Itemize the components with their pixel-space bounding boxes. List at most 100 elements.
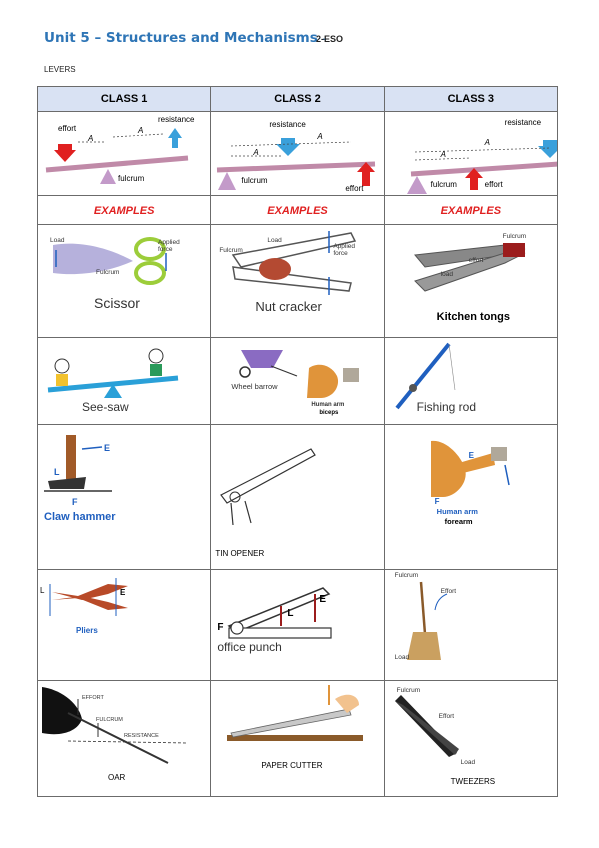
- tongs-caption: Kitchen tongs: [436, 311, 510, 323]
- section-heading: LEVERS: [44, 65, 76, 74]
- class2-resistance-label: resistance: [269, 120, 306, 129]
- punch-f-label: F: [217, 622, 224, 633]
- pliers-e-label: E: [120, 588, 126, 597]
- papercutter-caption: PAPER CUTTER: [261, 761, 323, 770]
- broom-fulcrum-label: Fulcrum: [394, 572, 419, 579]
- seesaw-illustration: [47, 348, 179, 398]
- clawhammer-cell: E L F Claw hammer: [36, 424, 212, 570]
- nutcracker-fulcrum-label: Fulcrum: [219, 247, 243, 254]
- officepunch-cell: F L E office punch: [210, 569, 385, 681]
- pliers-l-label: L: [40, 586, 45, 595]
- wheelbarrow-illustration: [239, 350, 360, 398]
- class2-ae-label: A: [253, 148, 259, 157]
- class1-lever-drawing: [45, 128, 189, 184]
- tongs-fulcrum-label: Fulcrum: [502, 233, 527, 240]
- class3-examples-heading: EXAMPLES: [383, 195, 559, 225]
- tweezers-illustration: [394, 695, 459, 757]
- levers-table: CLASS 1 CLASS 2 CLASS 3 effort resistanc…: [36, 86, 559, 797]
- class2-diagram: resistance fulcrum effort A A: [210, 111, 385, 196]
- papercutter-illustration: [227, 685, 364, 741]
- punch-e-label: E: [319, 594, 326, 605]
- biceps-label: biceps: [319, 410, 339, 416]
- punch-l-label: L: [287, 608, 294, 619]
- forearm-e-label: E: [468, 451, 474, 460]
- class3-effort-label: effort: [484, 180, 503, 189]
- class2-ar-label: A: [317, 132, 323, 141]
- fishingrod-illustration: [395, 342, 455, 410]
- class1-fulcrum-label: fulcrum: [118, 174, 145, 183]
- broom-illustration: [406, 581, 447, 660]
- tinopener-caption: TIN OPENER: [215, 549, 265, 558]
- tweezers-effort-label: Effort: [438, 713, 455, 720]
- class1-ar-label: A: [138, 126, 144, 135]
- class3-diagram: resistance fulcrum effort A A: [383, 111, 559, 196]
- class1-ae-label: A: [88, 134, 94, 143]
- class2-effort-label: effort: [345, 184, 364, 193]
- seesaw-caption: See-saw: [82, 400, 129, 414]
- oar-resistance-label: RESISTANCE: [124, 733, 159, 739]
- biceps-arm-label: Human arm: [311, 402, 345, 408]
- broom-load-label: Load: [394, 654, 410, 661]
- examples-text: EXAMPLES: [93, 205, 155, 217]
- hammer-f-label: F: [72, 497, 78, 507]
- pliers-cell: L E Pliers: [36, 569, 212, 681]
- examples-text: EXAMPLES: [440, 205, 502, 217]
- grade-label: 2-ESO: [316, 34, 344, 44]
- forearm-illustration: [430, 440, 510, 497]
- class2-examples-heading: EXAMPLES: [210, 195, 385, 225]
- class2-fulcrum-label: fulcrum: [241, 176, 268, 185]
- oar-caption: OAR: [108, 773, 126, 782]
- scissor-applied-label: Applied force: [158, 239, 180, 253]
- tweezers-fulcrum-label: Fulcrum: [396, 687, 421, 694]
- nutcracker-illustration: [232, 231, 357, 295]
- tongs-effort-label: effort: [468, 257, 484, 264]
- oar-effort-label: EFFORT: [82, 695, 104, 701]
- oar-fulcrum-label: FULCRUM: [96, 717, 123, 723]
- nutcracker-cell: Fulcrum Load Applied force Nut cracker: [210, 224, 385, 338]
- page-title: Unit 5 – Structures and Mechanisms -: [44, 30, 327, 46]
- class3-lever-drawing: [406, 140, 557, 194]
- oar-illustration: [42, 687, 189, 764]
- nutcracker-applied-label: Applied force: [333, 243, 356, 257]
- fishingrod-cell: Fishing rod: [383, 337, 559, 425]
- forearm-cell: E F Human arm forearm: [383, 424, 559, 570]
- class1-resistance-label: resistance: [158, 115, 195, 124]
- scissor-caption: Scissor: [94, 295, 140, 311]
- wheelbarrow-caption: Wheel barrow: [231, 382, 278, 391]
- forearm-arm-label: Human arm: [436, 507, 478, 516]
- class1-diagram: effort resistance fulcrum A A: [36, 111, 212, 196]
- papercutter-cell: PAPER CUTTER: [210, 680, 385, 797]
- wheelbarrow-cell: Wheel barrow Human arm biceps: [210, 337, 385, 425]
- column-header-class2: CLASS 2: [210, 86, 385, 112]
- tweezers-caption: TWEEZERS: [450, 777, 496, 786]
- pliers-caption: Pliers: [76, 626, 98, 635]
- oar-cell: EFFORT FULCRUM RESISTANCE OAR: [36, 680, 212, 797]
- fishingrod-caption: Fishing rod: [416, 400, 477, 414]
- column-header-class3: CLASS 3: [383, 86, 559, 112]
- title-text: Unit 5 – Structures and Mechanisms: [44, 30, 318, 46]
- class1-examples-heading: EXAMPLES: [36, 195, 212, 225]
- tongs-cell: Fulcrum effort load Kitchen tongs: [383, 224, 559, 338]
- forearm-f-label: F: [434, 497, 440, 506]
- scissor-cell: Load Fulcrum Applied force Scissor: [36, 224, 212, 338]
- broom-cell: Fulcrum Effort Load: [383, 569, 559, 681]
- scissor-load-label: Load: [50, 237, 65, 244]
- officepunch-illustration: [227, 587, 332, 639]
- column-header-class1: CLASS 1: [36, 86, 212, 112]
- forearm-caption: forearm: [444, 517, 473, 526]
- scissor-fulcrum-label: Fulcrum: [96, 269, 120, 276]
- class3-fulcrum-label: fulcrum: [430, 180, 457, 189]
- pliers-illustration: [49, 578, 128, 616]
- nutcracker-caption: Nut cracker: [255, 299, 322, 314]
- class3-ae-label: A: [440, 150, 446, 159]
- examples-text: EXAMPLES: [267, 205, 328, 217]
- seesaw-cell: See-saw: [36, 337, 212, 425]
- class2-lever-drawing: [217, 138, 376, 190]
- tweezers-cell: Fulcrum Effort Load TWEEZERS: [383, 680, 559, 797]
- class1-effort-label: effort: [58, 124, 77, 133]
- clawhammer-caption: Claw hammer: [44, 511, 116, 523]
- scissor-illustration: [53, 237, 167, 285]
- tweezers-load-label: Load: [460, 759, 476, 766]
- nutcracker-load-label: Load: [267, 237, 282, 244]
- hammer-l-label: L: [54, 467, 60, 477]
